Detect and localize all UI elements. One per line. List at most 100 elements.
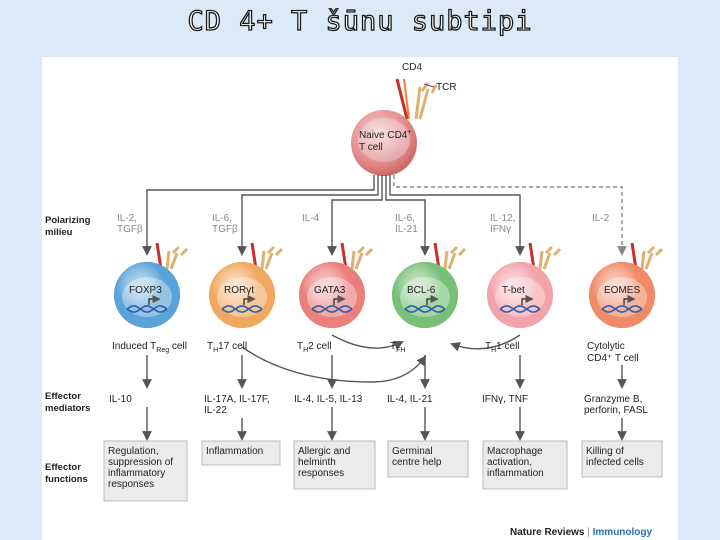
cytokine-receptor — [250, 242, 258, 270]
mediator-label: IL-4, IL-5, IL-13 — [294, 394, 363, 405]
subset-name-suffix: cell — [169, 341, 187, 352]
subset-name-label: TFH — [390, 341, 405, 354]
tcr-receptor — [165, 245, 189, 270]
transcription-arrow — [243, 294, 256, 305]
mediator-label: Granzyme B, — [584, 394, 642, 405]
tcr-receptor — [350, 245, 374, 270]
dna-helix — [601, 305, 643, 313]
milieu-label: IL-6, — [395, 213, 415, 224]
cytokine-receptor — [433, 242, 441, 270]
tcr-label: TCR — [436, 82, 457, 93]
cytokine-receptor — [155, 242, 163, 270]
subset-name: T — [390, 341, 396, 352]
milieu-label: TGFβ — [117, 224, 143, 235]
milieu-label: IL-12, — [490, 213, 516, 224]
effector-function-label: inflammatory — [108, 468, 165, 479]
dna-helix — [221, 305, 263, 313]
cytokine-receptor — [340, 242, 348, 270]
effector-mediators-label-line1: Effector — [45, 391, 81, 402]
cell-nucleus — [122, 277, 172, 317]
subset-name-subscript: Reg — [156, 347, 169, 354]
mediator-label: IL-17A, IL-17F, — [204, 394, 270, 405]
subset-name-subscript: FH — [396, 347, 405, 354]
cell-nucleus — [307, 277, 357, 317]
subset-name-label: TH2 cell — [297, 341, 332, 354]
naive-cell-label-line1: Naive CD4+ — [359, 129, 411, 141]
dna-helix — [311, 305, 353, 313]
cell-nucleus — [400, 277, 450, 317]
effector-function-label: infected cells — [586, 457, 644, 468]
cell-nucleus — [495, 277, 545, 317]
dna-helix — [404, 305, 446, 313]
effector-functions-label-line1: Effector — [45, 462, 81, 473]
slide-title: CD 4+ T šūnu subtipi — [187, 5, 533, 37]
svg-text:Nature Reviews | Immunology: Nature Reviews | Immunology — [510, 527, 653, 538]
mediator-label: perforin, FASL — [584, 405, 648, 416]
dna-helix — [404, 305, 446, 313]
milieu-label: IL-21 — [395, 224, 418, 235]
effector-function-label: helminth — [298, 457, 336, 468]
subset-name-subscript: H — [303, 347, 308, 354]
subset-name-line2: CD4⁺ T cell — [587, 353, 639, 364]
effector-function-label: responses — [108, 479, 154, 490]
dna-helix — [311, 305, 353, 313]
milieu-label: IL-6, — [212, 213, 232, 224]
dna-helix — [126, 305, 168, 313]
transcription-arrow — [521, 294, 534, 305]
naive-cd4-cell: CD4 TCR Naive CD4+ T cell — [351, 62, 457, 176]
transcription-factor-label: BCL-6 — [407, 285, 436, 296]
mediator-label: IL-22 — [204, 405, 227, 416]
effector-function-label: activation, — [487, 457, 532, 468]
effector-function-box — [581, 440, 663, 478]
polarizing-milieu-label-line2: milieu — [45, 227, 73, 238]
cytokine-receptor — [528, 242, 536, 270]
effector-function-label: Allergic and — [298, 446, 350, 457]
milieu-label: IFNγ — [490, 224, 511, 235]
effector-function-label: centre help — [392, 457, 442, 468]
dna-helix — [499, 305, 541, 313]
effector-function-label: Macrophage — [487, 446, 543, 457]
subset-name-subscript: H — [491, 347, 496, 354]
effector-function-label: inflammation — [487, 468, 544, 479]
transcription-factor-label: T-bet — [502, 285, 525, 296]
tcr-receptor — [260, 245, 284, 270]
cytokine-receptor — [630, 242, 638, 270]
transcription-factor-label: GATA3 — [314, 285, 346, 296]
subset-name-suffix: 1 cell — [496, 341, 519, 352]
subset-name-subscript: H — [213, 347, 218, 354]
credit-journal: Nature Reviews — [510, 527, 585, 538]
subset-name-label: TH17 cell — [207, 341, 247, 354]
cell-nucleus — [217, 277, 267, 317]
effector-function-label: responses — [298, 468, 344, 479]
dna-helix — [601, 305, 643, 313]
subset-name-label: Cytolytic — [587, 341, 625, 352]
effector-mediators-label-line2: mediators — [45, 403, 90, 414]
milieu-label: IL-4 — [302, 213, 320, 224]
diagram-panel: CD4 TCR Naive CD4+ T cell Polarizing mil… — [42, 57, 678, 540]
effector-function-box — [387, 440, 469, 478]
transcription-factor-label: EOMES — [604, 285, 640, 296]
cell-nucleus — [597, 277, 647, 317]
effector-function-label: Killing of — [586, 446, 624, 457]
naive-cell-nucleus — [358, 118, 410, 162]
subset-name: T — [485, 341, 491, 352]
effector-function-label: Regulation, — [108, 446, 159, 457]
effector-function-box — [482, 440, 568, 490]
dna-helix — [221, 305, 263, 313]
credit-separator: | — [584, 527, 592, 538]
tcr-receptor — [443, 245, 467, 270]
milieu-label: IL-2, — [117, 213, 137, 224]
transcription-arrow — [148, 294, 161, 305]
subset-name: T — [207, 341, 213, 352]
subset-name-label: Induced TReg cell — [112, 341, 187, 354]
transcription-factor-label: FOXP3 — [129, 285, 162, 296]
mediator-label: IL-10 — [109, 394, 132, 405]
mediator-label: IL-4, IL-21 — [387, 394, 433, 405]
